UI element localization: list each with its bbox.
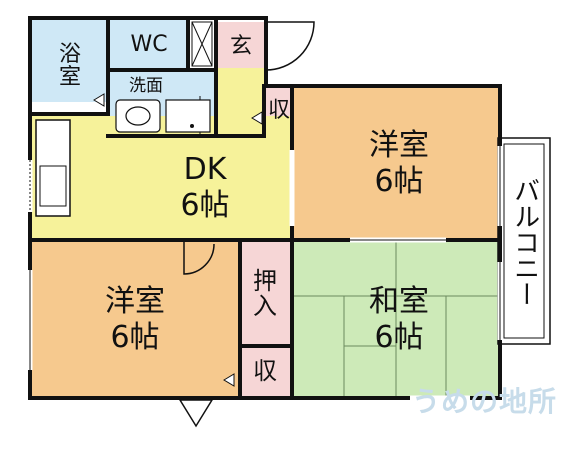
western-left-fill xyxy=(32,242,238,396)
western-top-size-label: 6帖 xyxy=(374,164,424,200)
dk-name-label: DK xyxy=(183,152,227,188)
tatami-lines xyxy=(294,242,498,396)
closet-fill xyxy=(240,242,290,346)
western-top-name-label: 洋室 xyxy=(369,128,429,164)
entrance-label: 玄 xyxy=(229,34,252,60)
bath-fill xyxy=(32,20,108,102)
bottom-arrow xyxy=(178,399,214,428)
entrance-fill xyxy=(218,22,264,68)
storage-bottom-fill xyxy=(240,348,290,396)
kitchen-counter xyxy=(35,119,71,217)
western-top-fill xyxy=(294,88,498,238)
wc-label: WC xyxy=(130,32,168,58)
storage-top-label: 収 xyxy=(267,98,290,124)
dk-size-label: 6帖 xyxy=(180,188,230,224)
watermark-logo: うめの地所 xyxy=(412,385,558,418)
closet-label: 押 入 xyxy=(253,266,277,320)
western-left-name-label: 洋室 xyxy=(105,284,165,320)
wc-fill xyxy=(110,20,188,70)
washroom-label: 洗面 xyxy=(129,76,163,97)
balcony-label: バルコニー xyxy=(509,177,540,307)
entrance-door xyxy=(265,21,315,71)
left-room-door xyxy=(183,242,215,275)
storage-bottom-label: 収 xyxy=(253,357,277,386)
western-left-size-label: 6帖 xyxy=(110,320,160,356)
japanese-size-label: 6帖 xyxy=(374,320,424,356)
bath-label: 浴 室 xyxy=(58,41,81,90)
japanese-name-label: 和室 xyxy=(369,284,429,320)
